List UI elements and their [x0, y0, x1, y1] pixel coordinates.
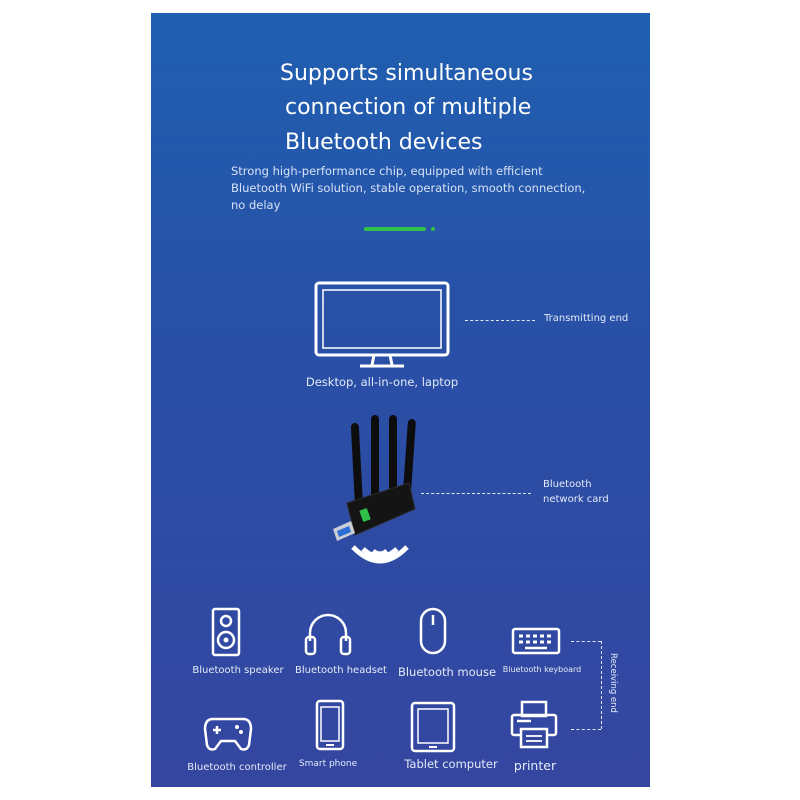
- monitor-icon: [314, 281, 450, 368]
- speaker-icon: [211, 607, 241, 657]
- subtext-line-2: Bluetooth WiFi solution, stable operatio…: [231, 181, 586, 195]
- tablet-icon: [410, 701, 456, 753]
- keyboard-label: Bluetooth keyboard: [502, 665, 582, 674]
- headline-line-2: connection of multiple: [285, 95, 532, 120]
- adapter-dashed-line: [421, 493, 531, 494]
- accent-divider: [364, 227, 426, 231]
- phone-label: Smart phone: [298, 759, 358, 769]
- signal-waves-icon: [351, 545, 409, 564]
- subtext-line-1: Strong high-performance chip, equipped w…: [231, 164, 543, 178]
- receiving-end-label: Receiving end: [607, 653, 618, 713]
- printer-icon: [510, 700, 558, 749]
- mouse-icon: [419, 607, 447, 655]
- printer-label: printer: [513, 758, 557, 773]
- monitor-caption: Desktop, all-in-one, laptop: [305, 375, 459, 389]
- keyboard-icon: [511, 627, 561, 655]
- receiving-bracket-side: [601, 641, 602, 729]
- headset-icon: [304, 613, 352, 656]
- game-controller-icon: [203, 717, 253, 751]
- speaker-label: Bluetooth speaker: [192, 665, 284, 676]
- accent-dot: [431, 227, 435, 231]
- controller-label: Bluetooth controller: [187, 762, 287, 773]
- transmitting-end-label: Transmitting end: [544, 313, 629, 324]
- receiving-bracket-bottom: [571, 729, 601, 730]
- headline-line-3: Bluetooth devices: [285, 130, 483, 155]
- transmit-dashed-line: [465, 320, 535, 321]
- tablet-label: Tablet computer: [404, 757, 498, 771]
- bluetooth-adapter-icon: [333, 415, 416, 541]
- adapter-role-line-2: network card: [543, 494, 609, 505]
- product-panel: Supports simultaneous connection of mult…: [151, 13, 650, 787]
- headset-label: Bluetooth headset: [295, 665, 387, 676]
- smartphone-icon: [315, 699, 345, 751]
- subtext-line-3: no delay: [231, 198, 281, 212]
- adapter-role-line-1: Bluetooth: [543, 479, 592, 490]
- headline-line-1: Supports simultaneous: [280, 61, 533, 86]
- receiving-bracket-top: [571, 641, 601, 642]
- mouse-label: Bluetooth mouse: [397, 665, 497, 679]
